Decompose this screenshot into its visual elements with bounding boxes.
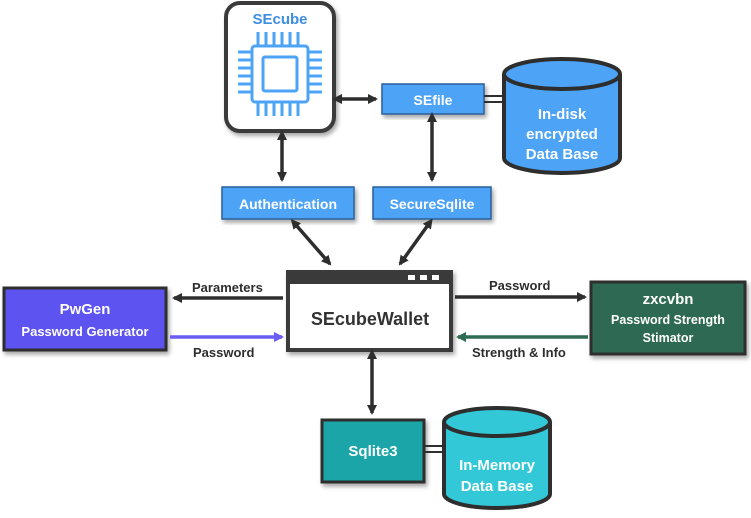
chip-icon xyxy=(238,32,322,116)
authentication-node: Authentication xyxy=(221,186,355,220)
edge-label-strength-info: Strength & Info xyxy=(472,345,566,360)
secube-label: SEcube xyxy=(252,11,307,28)
secubewallet-label: SEcubeWallet xyxy=(311,309,429,329)
inmemory-db-line1: In-Memory xyxy=(459,457,536,474)
secube-node: SEcube xyxy=(224,1,336,133)
pwgen-node: PwGen Password Generator xyxy=(2,286,168,352)
sefile-label: SEfile xyxy=(414,92,453,108)
zxcvbn-line2: Stimator xyxy=(643,331,694,345)
zxcvbn-title: zxcvbn xyxy=(643,291,694,308)
window-close-icon xyxy=(432,275,439,280)
inmemory-database-icon: In-Memory Data Base xyxy=(442,406,552,510)
zxcvbn-node: zxcvbn Password Strength Stimator xyxy=(589,280,747,356)
edge-label-password-zxcvbn: Password xyxy=(489,278,550,293)
window-maximize-icon xyxy=(420,275,427,280)
indisk-db-line3: Data Base xyxy=(526,146,599,163)
indisk-db-line1: In-disk xyxy=(538,106,587,123)
authentication-label: Authentication xyxy=(239,196,337,212)
arrow-authentication-wallet xyxy=(290,218,332,266)
inmemory-db-line2: Data Base xyxy=(461,478,534,495)
arrows xyxy=(170,94,588,415)
arrow-securesqlite-wallet xyxy=(398,218,433,266)
zxcvbn-line1: Password Strength xyxy=(611,313,725,327)
sqlite3-label: Sqlite3 xyxy=(348,443,397,460)
edge-label-parameters: Parameters xyxy=(192,280,263,295)
indisk-db-line2: encrypted xyxy=(526,126,598,143)
sefile-node: SEfile xyxy=(381,83,485,115)
indisk-database-icon: In-disk encrypted Data Base xyxy=(502,57,622,175)
pwgen-subtitle: Password Generator xyxy=(21,324,148,339)
securesqlite-node: SecureSqlite xyxy=(372,186,492,220)
secubewallet-node: SEcubeWallet xyxy=(286,270,453,352)
edge-label-password-pwgen: Password xyxy=(193,345,254,360)
securesqlite-label: SecureSqlite xyxy=(390,196,475,212)
window-minimize-icon xyxy=(408,275,415,280)
pwgen-title: PwGen xyxy=(60,301,111,318)
sqlite3-node: Sqlite3 xyxy=(320,418,426,484)
